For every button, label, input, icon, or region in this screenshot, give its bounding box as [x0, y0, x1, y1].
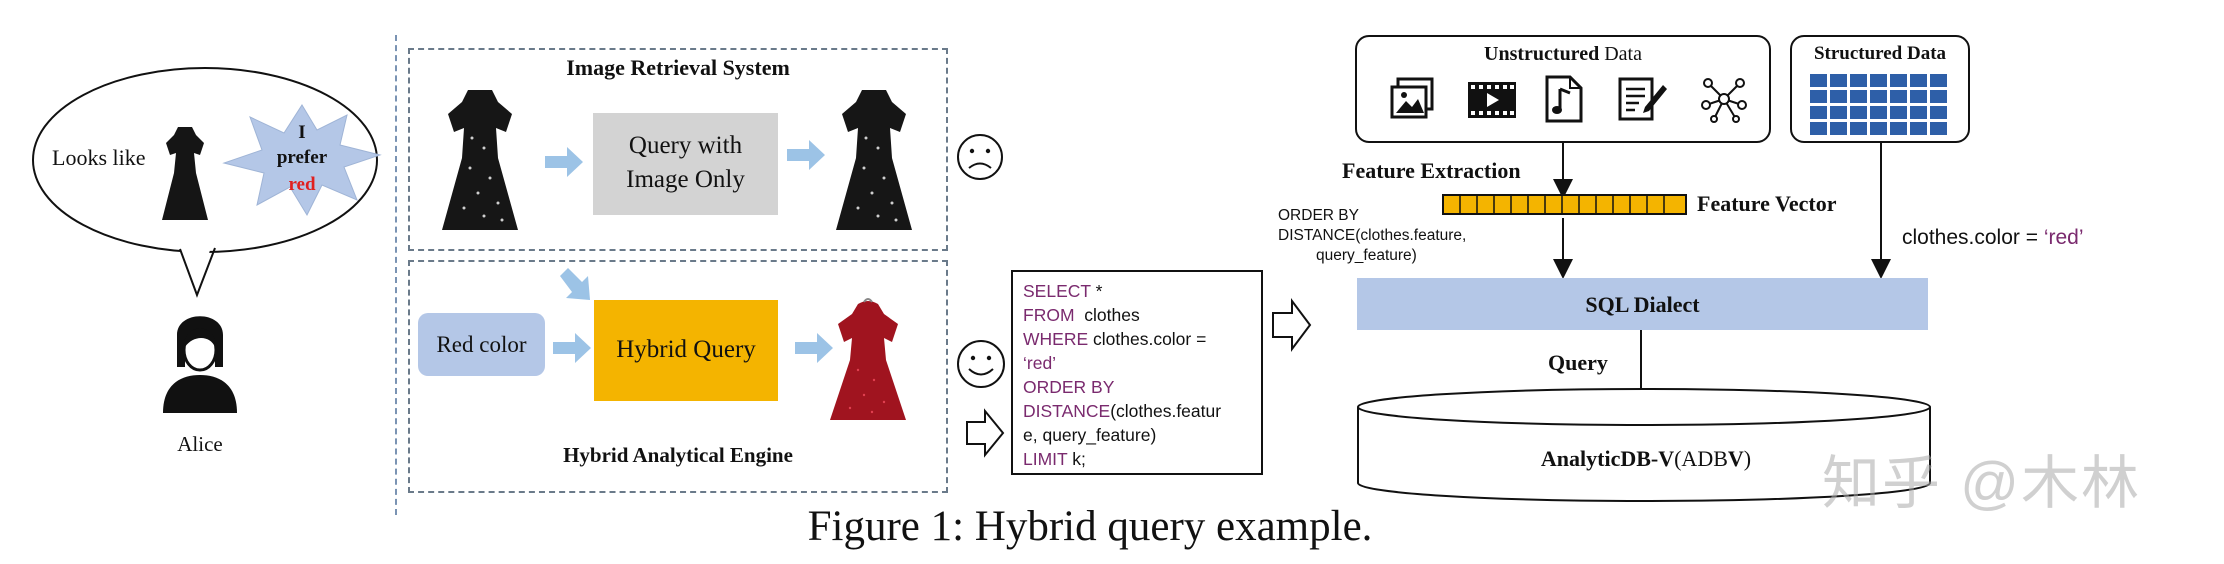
arrow-right-2 — [787, 140, 825, 170]
figure-caption: Figure 1: Hybrid query example. — [807, 503, 1373, 550]
feature-vector-label: Feature Vector — [1697, 191, 1837, 216]
query-image-only-box — [593, 113, 778, 215]
sql-line-orderby: ORDER BY — [1023, 377, 1115, 397]
red-color-box — [418, 313, 545, 376]
feature-extraction-label: Feature Extraction — [1342, 158, 1521, 183]
order-by-line3: query_feature) — [1316, 247, 1417, 264]
black-dress-query-image — [442, 90, 518, 230]
unstructured-data-box — [1355, 35, 1771, 143]
starburst-shape — [222, 104, 382, 217]
vertical-separator — [395, 35, 397, 515]
sql-line-distance: DISTANCE(clothes.featur — [1023, 401, 1222, 421]
image-retrieval-title: Image Retrieval System — [566, 55, 790, 80]
color-condition-label: clothes.color = ‘red’ — [1902, 226, 2084, 249]
black-dress-small-image — [162, 127, 208, 220]
hybrid-engine-title: Hybrid Analytical Engine — [563, 443, 793, 467]
arrow-right-4 — [795, 333, 833, 363]
sql-line-select: SELECT * — [1023, 281, 1103, 301]
image-gallery-icon — [1390, 77, 1434, 119]
query-image-only-line2: Image Only — [626, 166, 745, 193]
hybrid-query-label: Hybrid Query — [616, 336, 756, 363]
sql-dialect-label: SQL Dialect — [1585, 292, 1700, 317]
network-graph-icon — [1701, 78, 1747, 123]
sql-line-where: WHERE clothes.color = — [1023, 329, 1207, 349]
arrow-right-1 — [545, 147, 583, 177]
outline-arrow-to-sql — [966, 408, 1005, 458]
watermark-text: 知乎 @木林 — [1822, 451, 2141, 516]
smile-face-icon — [957, 340, 1005, 388]
image-retrieval-panel — [408, 48, 948, 251]
arrow-diagonal — [560, 268, 590, 300]
order-by-line1: ORDER BY — [1278, 207, 1359, 224]
unstructured-data-title: Unstructured Data — [1484, 43, 1642, 65]
structured-grid-icon — [1810, 74, 1947, 135]
sql-line-from: FROM clothes — [1023, 305, 1140, 325]
sql-line-red: ‘red’ — [1023, 353, 1057, 373]
sad-face-icon — [957, 134, 1003, 180]
database-cylinder — [1357, 388, 1931, 502]
arrow-right-3 — [553, 333, 591, 363]
red-color-label: Red color — [436, 332, 527, 357]
query-image-only-line1: Query with — [628, 132, 743, 159]
alice-label: Alice — [177, 432, 223, 456]
sql-code-box: SELECT * FROM clothes WHERE clothes.colo… — [1011, 270, 1263, 475]
document-edit-icon — [1618, 77, 1667, 121]
order-by-annotation: ORDER BY DISTANCE(clothes.feature, query… — [1278, 206, 1466, 266]
connector-arrows — [1553, 143, 1891, 409]
sql-line-distance-cont: e, query_feature) — [1023, 425, 1157, 445]
looks-like-text: Looks like — [52, 145, 146, 170]
analyticdb-label: AnalyticDB-V(ADBV) — [1540, 446, 1752, 471]
sql-line-limit: LIMIT k; — [1023, 449, 1086, 469]
order-by-line2: DISTANCE(clothes.feature, — [1278, 227, 1467, 244]
black-dress-result-image — [836, 90, 912, 230]
music-file-icon — [1545, 75, 1583, 123]
hybrid-query-box — [594, 300, 778, 401]
video-film-icon — [1468, 82, 1516, 118]
query-label: Query — [1548, 350, 1608, 375]
red-dress-image — [830, 298, 906, 420]
structured-data-title: Structured Data — [1813, 43, 1947, 64]
sql-dialect-box — [1357, 278, 1928, 330]
starburst-text-red: red — [288, 174, 316, 195]
starburst-text-i: I — [298, 122, 306, 143]
hybrid-engine-panel — [408, 260, 948, 493]
starburst-text-prefer: prefer — [276, 147, 328, 168]
outline-arrow-to-dialect — [1272, 298, 1312, 352]
alice-avatar-icon — [163, 316, 237, 413]
structured-data-box — [1790, 35, 1970, 143]
speech-bubble — [32, 67, 378, 298]
feature-vector-bar — [1442, 194, 1687, 215]
